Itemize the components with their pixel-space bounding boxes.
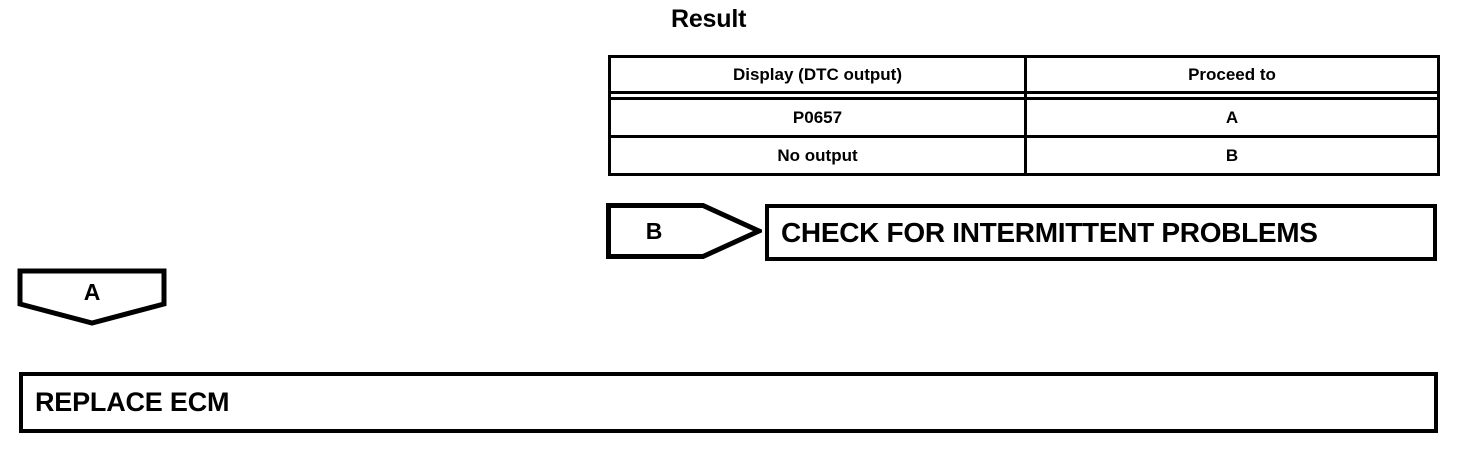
connector-a: A	[17, 268, 167, 326]
replace-ecm-label: REPLACE ECM	[35, 387, 230, 417]
replace-ecm-box: REPLACE ECM	[19, 372, 1438, 433]
table-row: P0657 A	[608, 98, 1440, 138]
check-intermittent-problems-box: CHECK FOR INTERMITTENT PROBLEMS	[765, 204, 1437, 261]
result-table: Display (DTC output) Proceed to P0657 A …	[608, 55, 1440, 176]
table-row: No output B	[608, 136, 1440, 176]
connector-b-pentagon-icon	[606, 203, 762, 259]
double-rule-cell-left	[608, 92, 1027, 100]
cell-proceed-to-value: B	[1024, 136, 1440, 176]
table-header-double-rule	[608, 92, 1440, 100]
cell-display-value: No output	[608, 136, 1027, 176]
connector-a-label: A	[83, 278, 101, 305]
check-intermittent-problems-label: CHECK FOR INTERMITTENT PROBLEMS	[781, 216, 1318, 248]
cell-proceed-to-value: A	[1024, 98, 1440, 138]
result-caption: Result	[671, 5, 747, 33]
table-header-proceed-to: Proceed to	[1024, 55, 1440, 94]
connector-b-label: B	[645, 217, 663, 244]
connector-b: B	[606, 203, 762, 259]
connector-a-pentagon-icon	[17, 268, 167, 326]
cell-display-value: P0657	[608, 98, 1027, 138]
table-header-display: Display (DTC output)	[608, 55, 1027, 94]
double-rule-cell-right	[1024, 92, 1440, 100]
table-header-row: Display (DTC output) Proceed to	[608, 55, 1440, 94]
